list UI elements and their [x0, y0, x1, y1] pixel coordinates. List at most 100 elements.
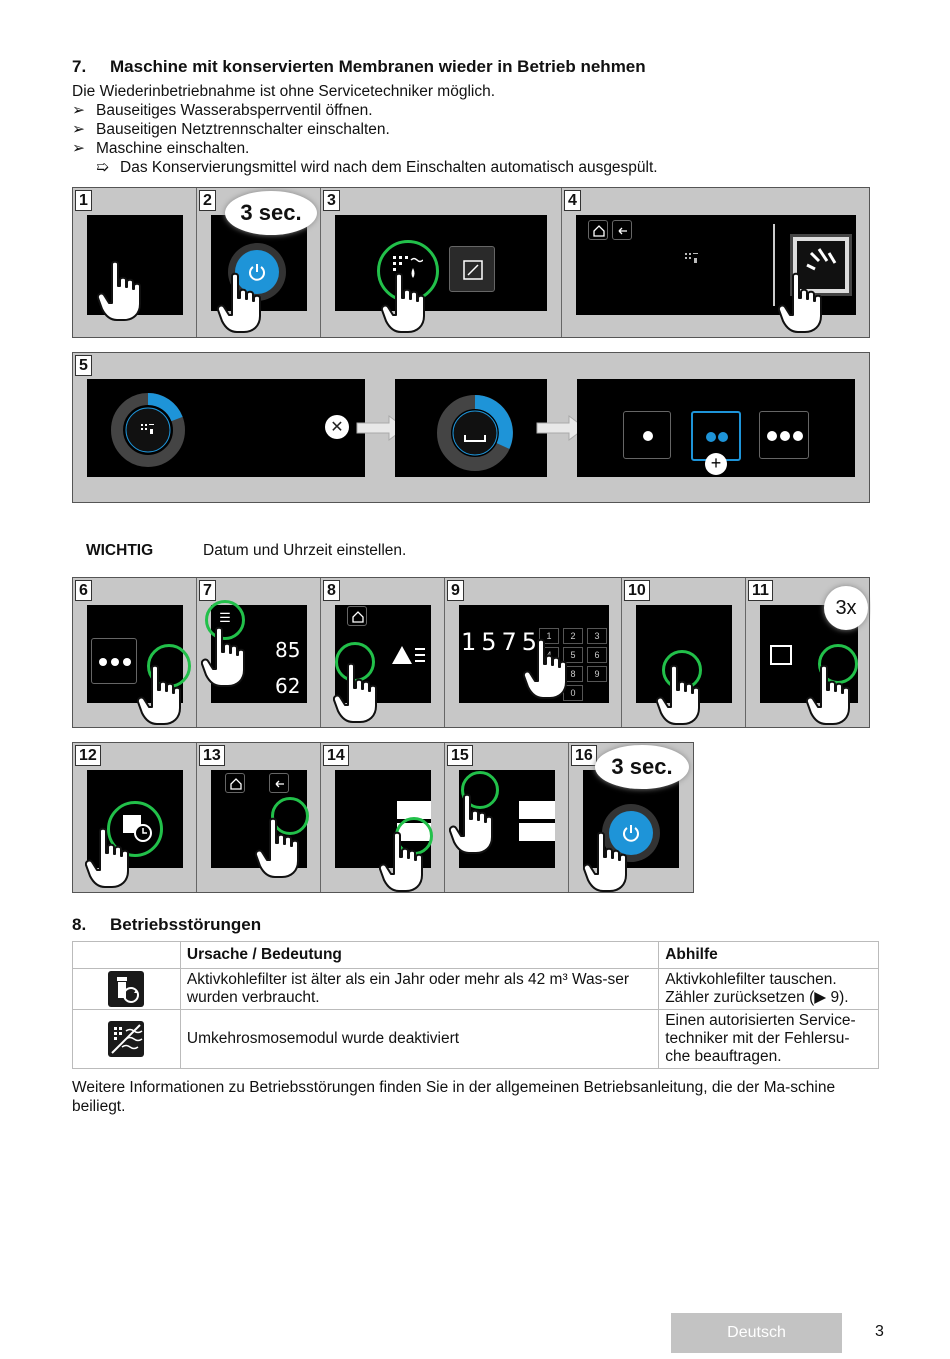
step-1-panel: 1	[73, 188, 197, 337]
power-button[interactable]	[235, 250, 279, 294]
remedy-cell: Einen autorisierten Service-techniker mi…	[658, 1009, 879, 1069]
table-header-row: Ursache / Bedeutung Abhilfe	[72, 941, 879, 969]
step-item: ➢Maschine einschalten.	[72, 140, 250, 157]
add-plus-icon[interactable]: +	[705, 453, 727, 475]
pointing-hand-icon	[333, 662, 379, 724]
progress-ring	[437, 395, 513, 471]
pointing-hand-icon	[217, 272, 263, 334]
pointing-hand-icon	[778, 272, 824, 334]
figure-step-5: 5 ✕ +	[72, 352, 870, 503]
program-1-tile[interactable]	[623, 411, 671, 459]
pointing-hand-icon	[806, 664, 852, 726]
figure-steps-6-11: 6 7 ☰ 85 62 8 9 1575 1234567890 10 11	[72, 577, 870, 728]
pointing-hand-icon	[97, 260, 143, 322]
edit-icon	[463, 260, 483, 280]
fault-table: Ursache / Bedeutung Abhilfe Aktivkohlefi…	[72, 941, 879, 1069]
back-arrow-icon[interactable]	[269, 773, 289, 793]
pointing-hand-icon	[85, 827, 131, 889]
keypad-key[interactable]: 2	[563, 628, 583, 644]
remedy-cell: Aktivkohlefilter tauschen. Zähler zurück…	[658, 968, 879, 1010]
date-field[interactable]	[397, 801, 431, 819]
cause-cell: Aktivkohlefilter ist älter als ein Jahr …	[179, 968, 660, 1010]
home-icon[interactable]	[347, 606, 367, 626]
language-tab: Deutsch	[671, 1313, 842, 1353]
table-row: Aktivkohlefilter ist älter als ein Jahr …	[72, 968, 879, 1010]
section-8-number: 8.	[72, 915, 87, 934]
keypad-key[interactable]: 3	[587, 628, 607, 644]
section-7-title: Maschine mit konservierten Membranen wie…	[110, 57, 646, 76]
value-top: 85	[275, 638, 301, 662]
progress-ring	[111, 393, 185, 467]
step-9-panel: 9 1575 1234567890	[445, 578, 622, 727]
figure-steps-12-16: 12 13 14 15 16 3 sec.	[72, 742, 694, 893]
pointing-hand-icon	[201, 626, 247, 688]
value-bottom: 62	[275, 674, 301, 698]
important-text: Datum und Uhrzeit einstellen.	[203, 542, 407, 559]
step-15-panel: 15	[445, 743, 569, 892]
date-field[interactable]	[519, 801, 555, 819]
step-result: ➯Das Konservierungsmittel wird nach dem …	[96, 159, 658, 176]
section-8-title: Betriebsstörungen	[110, 915, 262, 934]
divider	[773, 224, 775, 306]
section-7-intro: Die Wiederinbetriebnahme ist ohne Servic…	[72, 83, 496, 100]
home-icon[interactable]	[225, 773, 245, 793]
filter-cartridge-icon	[770, 645, 792, 665]
cause-cell: Umkehrosmosemodul wurde deaktiviert	[179, 1009, 660, 1069]
power-button[interactable]	[609, 811, 653, 855]
step-10-panel: 10	[622, 578, 746, 727]
rinse-spray-icon	[797, 241, 845, 289]
further-info-note: Weitere Informationen zu Betriebsstörung…	[72, 1079, 836, 1115]
pointing-hand-icon	[381, 272, 427, 334]
edit-icon-button[interactable]	[449, 246, 495, 292]
figure-steps-1-4: 1 2 3 sec. 3 4	[72, 187, 870, 338]
program-3-tile[interactable]	[91, 638, 137, 684]
step-6-panel: 6	[73, 578, 197, 727]
pointing-hand-icon	[255, 817, 301, 879]
section-7-heading: 7. Maschine mit konservierten Membranen w…	[72, 57, 646, 77]
step-11-panel: 11 3x	[746, 578, 871, 727]
home-icon[interactable]	[588, 220, 608, 240]
step-16-panel: 16 3 sec.	[569, 743, 695, 892]
power-icon	[249, 264, 265, 281]
step-12-panel: 12	[73, 743, 197, 892]
touch-target-ring	[271, 797, 309, 835]
press-duration-badge: 3 sec.	[225, 191, 317, 235]
section-7-number: 7.	[72, 57, 87, 76]
program-3-tile[interactable]	[759, 411, 809, 459]
water-drop-grid-icon	[685, 253, 698, 263]
keypad-key[interactable]: 5	[563, 647, 583, 663]
step-8-panel: 8	[321, 578, 445, 727]
step-2-panel: 2 3 sec.	[197, 188, 321, 337]
cancel-x-icon[interactable]: ✕	[325, 415, 349, 439]
rinse-program-button[interactable]	[790, 234, 852, 296]
keypad-key[interactable]: 9	[587, 666, 607, 682]
display-screen	[335, 215, 547, 311]
column-header-cause: Ursache / Bedeutung	[179, 941, 660, 969]
pointing-hand-icon	[449, 793, 495, 855]
pointing-hand-icon	[583, 831, 629, 892]
step-13-panel: 13	[197, 743, 321, 892]
pointing-hand-icon	[379, 831, 425, 892]
page-number: 3	[875, 1323, 884, 1340]
column-header-remedy: Abhilfe	[658, 941, 879, 969]
touch-target-ring	[461, 771, 499, 809]
table-row: Umkehrosmosemodul wurde deaktiviert Eine…	[72, 1009, 879, 1069]
step-4-panel: 4	[562, 188, 871, 337]
warning-list-icon	[392, 646, 425, 664]
back-arrow-icon[interactable]	[612, 220, 632, 240]
step-14-panel: 14	[321, 743, 445, 892]
press-duration-badge: 3 sec.	[595, 745, 689, 789]
keypad-key[interactable]: 0	[563, 685, 583, 701]
code-display: 1575	[461, 628, 543, 656]
touch-target-ring	[205, 600, 245, 640]
step-3-panel: 3	[321, 188, 562, 337]
time-field[interactable]	[519, 823, 555, 841]
pointing-hand-icon	[656, 664, 702, 726]
keypad-key[interactable]: 6	[587, 647, 607, 663]
press-count-badge: 3x	[824, 586, 868, 630]
pointing-hand-icon	[137, 664, 183, 726]
step-item: ➢Bauseitigen Netztrennschalter einschalt…	[72, 121, 390, 138]
pointing-hand-icon	[523, 638, 569, 700]
keypad-key[interactable]: 1	[539, 628, 559, 644]
section-8-heading: 8. Betriebsstörungen	[72, 915, 261, 935]
